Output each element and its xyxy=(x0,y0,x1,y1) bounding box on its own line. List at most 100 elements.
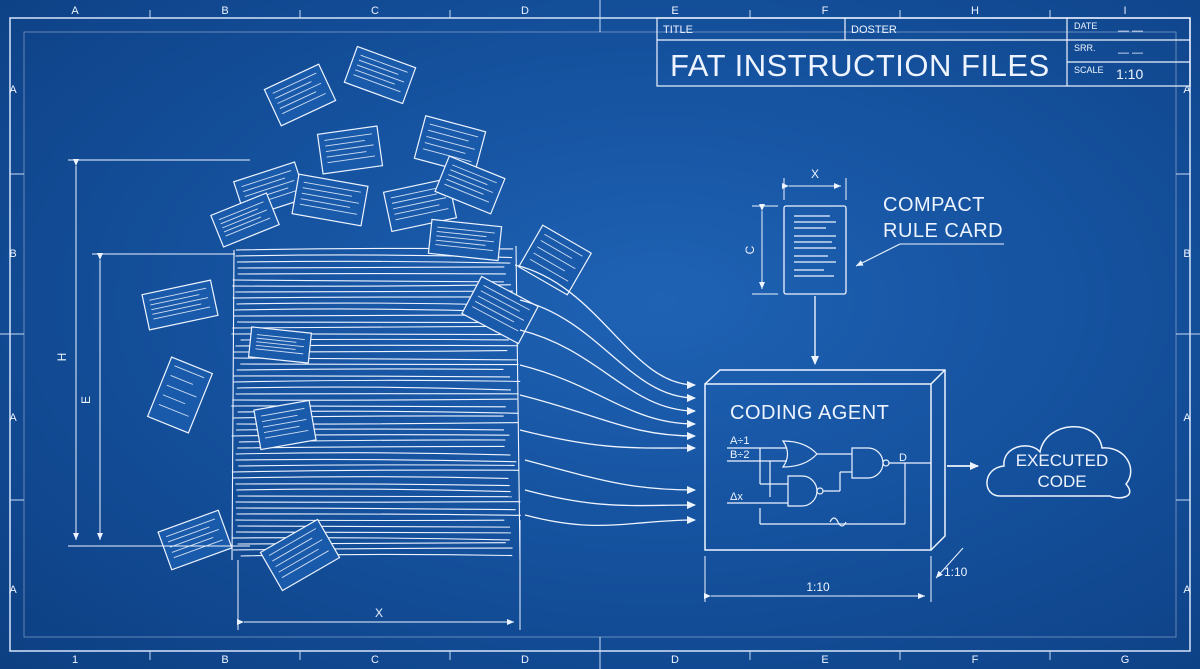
circuit-input-b: B÷2 xyxy=(730,449,750,461)
logic-circuit xyxy=(727,440,931,527)
zone-bottom-5: D xyxy=(671,654,679,666)
loose-sheet xyxy=(413,114,487,176)
coding-agent-box xyxy=(704,369,946,551)
flow-line xyxy=(514,264,696,389)
zone-right-4: A xyxy=(1183,584,1191,596)
zone-bottom-6: E xyxy=(821,654,828,666)
loose-sheet xyxy=(263,63,337,127)
pile-dimensions xyxy=(68,159,521,630)
stack-sheet-edge xyxy=(236,386,511,391)
border-zone-labels: A B C D E F H I 1 B C D D E F G A B A A … xyxy=(9,5,1191,666)
agent-dimensions xyxy=(704,547,964,602)
zone-top-1: A xyxy=(71,5,79,17)
rule-card-label-line1: COMPACT xyxy=(883,194,985,216)
flow-line xyxy=(519,364,696,428)
stack-sheet-edge xyxy=(235,458,517,463)
loose-sheet xyxy=(291,173,369,227)
stack-sheet-edge xyxy=(232,279,504,283)
zone-bottom-4: D xyxy=(521,654,529,666)
rule-card-height-label: C xyxy=(743,245,757,254)
circuit-output: D xyxy=(899,452,907,464)
zone-left-2: B xyxy=(9,248,16,260)
zone-bottom-3: C xyxy=(371,654,379,666)
stack-sheet-edge xyxy=(236,513,521,516)
stack-sheet-edge xyxy=(235,507,516,511)
stack-sheet-edge xyxy=(238,464,515,467)
stack-sheet-edge xyxy=(235,452,511,456)
zone-bottom-1: 1 xyxy=(72,654,78,666)
circuit-input-a: A÷1 xyxy=(730,435,750,447)
srr-value: — — xyxy=(1118,47,1143,59)
agent-width-label: 1:10 xyxy=(806,580,830,594)
rule-card-dimensions xyxy=(752,178,847,295)
rule-card-label-line2: RULE CARD xyxy=(883,220,1003,242)
stack-sheet-edge xyxy=(233,379,521,383)
circuit-input-c: Δx xyxy=(730,491,743,503)
flow-line xyxy=(524,459,696,494)
rule-card-text-lines xyxy=(794,215,836,277)
pile-width-label: X xyxy=(375,606,383,620)
cloud-label-line1: EXECUTED xyxy=(1016,451,1109,470)
zone-left-4: A xyxy=(9,584,17,596)
rule-card-width-label: X xyxy=(811,167,819,181)
flow-line xyxy=(519,329,696,415)
zone-right-1: A xyxy=(1183,84,1191,96)
stack-sheet-edge xyxy=(237,495,512,498)
coding-agent-title: CODING AGENT xyxy=(730,402,889,424)
stack-sheet-edge xyxy=(235,519,505,522)
stack-sheet-edge xyxy=(237,525,511,528)
zone-left-1: A xyxy=(9,84,17,96)
zone-top-2: B xyxy=(221,5,228,17)
zone-right-2: B xyxy=(1183,248,1190,260)
title-label: TITLE xyxy=(663,24,693,36)
title-block xyxy=(656,17,1191,87)
stack-sheet-edge xyxy=(235,501,521,503)
date-value: — — xyxy=(1118,25,1143,37)
drawing-title: FAT INSTRUCTION FILES xyxy=(670,48,1050,83)
stack-sheet-edge xyxy=(232,325,508,329)
scale-label: SCALE xyxy=(1074,65,1104,75)
stack-sheet-edge xyxy=(231,537,510,541)
stack-sheet-edge xyxy=(237,266,505,269)
zone-right-3: A xyxy=(1183,412,1191,424)
stack-sheet-edge xyxy=(237,321,511,324)
zone-top-4: D xyxy=(521,5,529,17)
agent-depth-label: 1:10 xyxy=(944,565,968,579)
stack-sheet-edge xyxy=(231,405,506,408)
pile-height-inner-label: E xyxy=(79,396,93,404)
loose-sheet xyxy=(343,45,417,105)
stack-sheet-edge xyxy=(236,368,504,371)
zone-top-3: C xyxy=(371,5,379,17)
flow-line xyxy=(519,299,696,402)
loose-sheet xyxy=(210,192,280,248)
stack-sheet-edge xyxy=(232,398,518,401)
rule-card xyxy=(783,205,847,295)
zone-left-3: A xyxy=(9,412,17,424)
loose-sheet xyxy=(141,279,219,331)
flow-line xyxy=(519,394,696,440)
flow-line xyxy=(519,429,696,453)
stack-sheet-edge xyxy=(233,375,511,378)
zone-top-7: H xyxy=(971,5,979,17)
stack-sheet-edge xyxy=(236,260,511,264)
pile-height-outer-label: H xyxy=(55,353,69,362)
flow-line xyxy=(524,514,696,527)
zone-bottom-8: G xyxy=(1121,654,1130,666)
loose-sheet xyxy=(427,218,503,262)
loose-sheet xyxy=(461,275,539,345)
loose-sheets xyxy=(141,45,593,592)
loose-sheet xyxy=(157,509,233,571)
stack-sheet-edge xyxy=(232,284,512,287)
scale-value: 1:10 xyxy=(1116,66,1143,82)
loose-sheet xyxy=(259,518,341,592)
zone-bottom-2: B xyxy=(221,654,228,666)
rule-card-leader xyxy=(855,243,1004,267)
flow-line xyxy=(524,489,696,510)
poster-label: DOSTER xyxy=(851,24,897,36)
srr-label: SRR. xyxy=(1074,43,1096,53)
stack-sheet-edge xyxy=(236,488,511,493)
zone-bottom-7: F xyxy=(972,654,979,666)
stack-sheet-edge xyxy=(240,363,519,366)
